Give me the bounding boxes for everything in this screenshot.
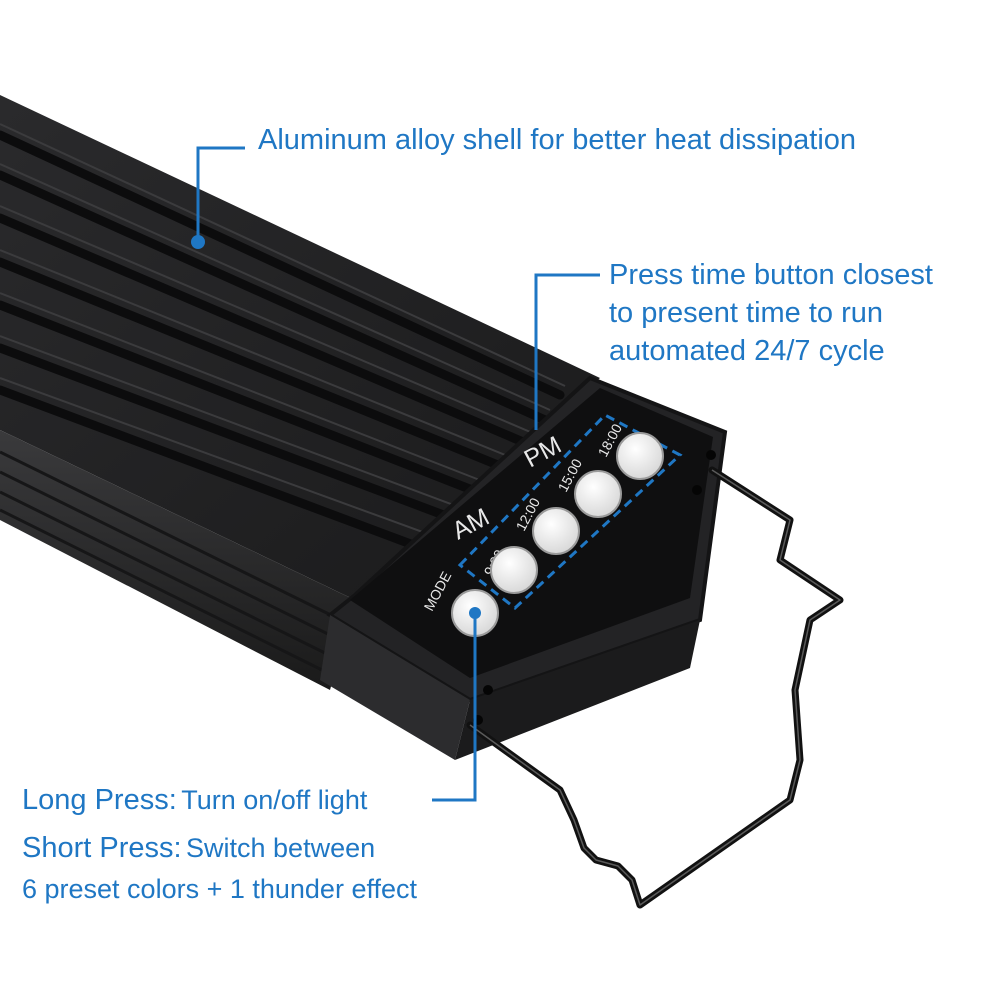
long-press-value: Turn on/off light [181, 785, 368, 815]
callout-leaders [196, 146, 600, 802]
time-button-icon[interactable] [616, 432, 664, 480]
short-press-value: Switch between [186, 833, 376, 863]
callout-time-line2: to present time to run [609, 297, 884, 329]
callout-time-line1: Press time button closest [609, 259, 933, 291]
time-button-icon[interactable] [532, 507, 580, 555]
callout-shell: Aluminum alloy shell for better heat dis… [258, 124, 857, 156]
callout-short-press: Short Press: Switch between 6 preset col… [22, 830, 417, 907]
short-press-line2: 6 preset colors + 1 thunder effect [22, 874, 417, 904]
long-press-key: Long Press: [22, 784, 177, 816]
bracket-highlight [469, 469, 841, 906]
screw-hole [706, 450, 716, 460]
screw-hole [483, 685, 493, 695]
callout-long-press: Long Press: Turn on/off light [22, 784, 367, 817]
time-button-icon[interactable] [490, 546, 538, 594]
callout-time-button: Press time button closest to present tim… [609, 256, 933, 370]
light-bar-housing [0, 95, 600, 690]
time-button-icon[interactable] [574, 470, 622, 518]
time-buttons-dashed-outline [457, 413, 683, 610]
screw-hole [692, 485, 702, 495]
bullet-dot-icon [191, 235, 205, 249]
short-press-key: Short Press: [22, 832, 182, 864]
short-press-line1: Short Press: Switch between [22, 830, 417, 871]
callout-time-line3: automated 24/7 cycle [609, 335, 885, 367]
